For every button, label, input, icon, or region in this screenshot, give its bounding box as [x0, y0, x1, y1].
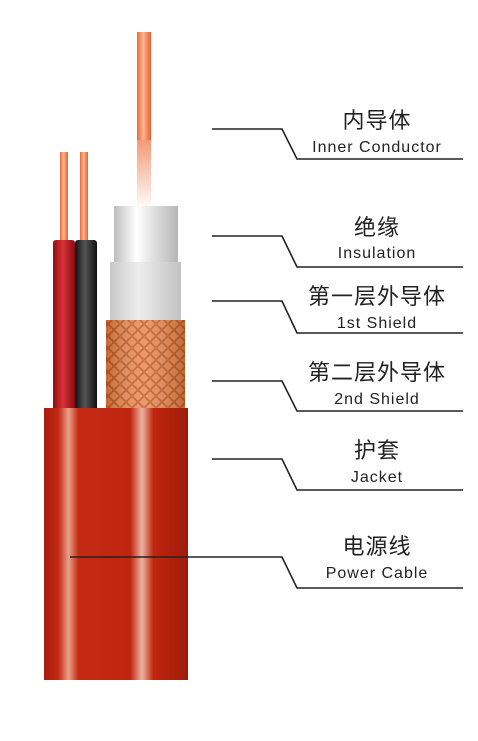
layer-label-en: 2nd Shield — [334, 391, 420, 408]
leader-line — [212, 235, 463, 268]
power-wire-black — [75, 240, 97, 415]
leader-line — [212, 380, 463, 412]
layer-label-cn: 第二层外导体 — [307, 361, 446, 386]
leader-lines — [70, 128, 463, 589]
layer-label: 绝缘 Insulation — [312, 216, 442, 264]
first-shield — [110, 262, 181, 322]
layer-label-cn: 第一层外导体 — [307, 285, 446, 310]
layer-label-en: Insulation — [337, 245, 417, 262]
layer-label-cn: 内导体 — [342, 109, 412, 134]
leader-line — [212, 458, 463, 491]
layer-label: 内导体 Inner Conductor — [287, 109, 467, 158]
layer-label-en: 1st Shield — [336, 315, 418, 332]
leader-line — [212, 300, 463, 334]
power-wire-red — [53, 240, 75, 415]
leader-line — [70, 556, 463, 589]
power-wire-copper-2 — [80, 152, 88, 242]
layer-label-cn: 护套 — [353, 439, 400, 464]
inner-conductor — [137, 32, 151, 142]
layer-label: 第一层外导体 1st Shield — [282, 285, 472, 334]
layer-label: 第二层外导体 2nd Shield — [282, 361, 472, 410]
inner-conductor-fade — [137, 140, 151, 210]
jacket — [44, 408, 188, 680]
layer-label-cn: 绝缘 — [353, 216, 400, 241]
insulation — [114, 206, 178, 266]
layer-label-en: Jacket — [350, 469, 404, 486]
leader-line — [212, 128, 463, 160]
layer-label: 电源线 Power Cable — [292, 535, 462, 584]
layer-label-cn: 电源线 — [342, 535, 412, 560]
second-shield-shade — [106, 320, 185, 415]
power-wire-copper-1 — [60, 152, 68, 242]
layer-label-en: Inner Conductor — [312, 139, 442, 156]
layer-label-en: Power Cable — [325, 565, 429, 582]
layer-label: 护套 Jacket — [312, 439, 442, 488]
